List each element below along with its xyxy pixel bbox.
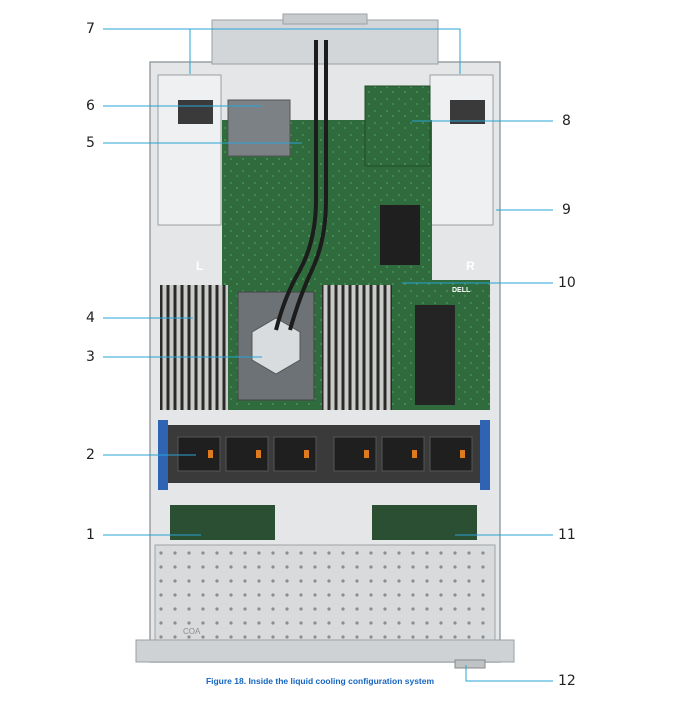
callout-8: 8: [562, 113, 571, 129]
cold-plate-hex-cover: [251, 317, 301, 375]
psu-left-letter: L: [196, 259, 203, 273]
processor-cold-plate: [237, 291, 315, 401]
memory-modules-right: [322, 285, 392, 410]
psu-right-letter: R: [466, 259, 475, 273]
fan-modules: [158, 420, 490, 490]
callout-leader-lines: [103, 28, 553, 682]
backplane-connector-left: [170, 505, 275, 540]
backplane-connector-right: [372, 505, 477, 540]
leader-7a: [103, 28, 461, 74]
psu-right: [429, 74, 494, 226]
callout-4: 4: [86, 310, 95, 326]
memory-modules-left: [160, 285, 228, 410]
psu-left-fan: [178, 100, 213, 124]
leader-12: [465, 665, 553, 682]
callout-2: 2: [86, 447, 95, 463]
brand-mark: DELL: [452, 287, 471, 294]
callout-10: 10: [558, 275, 576, 291]
callout-11: 11: [558, 527, 576, 543]
callout-9: 9: [562, 202, 571, 218]
psu-left: [157, 74, 222, 226]
figure-caption: Figure 18. Inside the liquid cooling con…: [205, 676, 435, 686]
riser-card: [364, 85, 431, 167]
heatsink: [227, 99, 291, 157]
expansion-slot: [380, 205, 420, 265]
front-port: [454, 659, 486, 669]
bracket-module: [415, 305, 455, 405]
fan-bracket-right: [480, 420, 490, 490]
psu-right-fan: [450, 100, 485, 124]
front-mark: COA: [183, 627, 201, 636]
callout-3: 3: [86, 349, 95, 365]
callout-6: 6: [86, 98, 95, 114]
callout-7: 7: [86, 21, 95, 37]
callout-5: 5: [86, 135, 95, 151]
drive-backplane-cage: [154, 544, 496, 641]
liquid-cooling-tubes: [274, 40, 328, 331]
callout-12: 12: [558, 673, 576, 689]
callout-1: 1: [86, 527, 95, 543]
